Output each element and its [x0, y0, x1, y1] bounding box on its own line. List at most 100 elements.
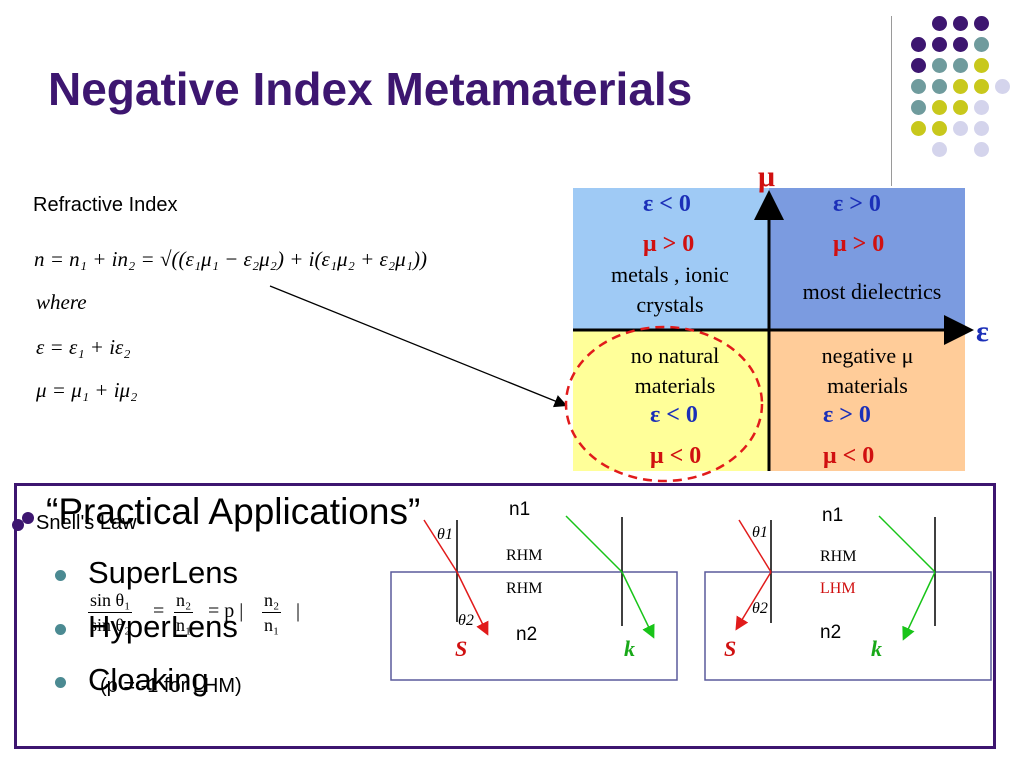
snell-fraction-sin: sin θ₁ sin θ₂ — [88, 588, 133, 637]
refractive-index-equation: n = n₁ + in₂ = √((ε₁μ₁ − ε₂μ₂) + i(ε₁μ₂ … — [34, 247, 427, 271]
snell-numerator: sin θ₁ — [88, 588, 133, 613]
q4-description-line1: negative μ — [821, 343, 914, 368]
q3-eps-condition: ε < 0 — [650, 402, 698, 428]
applications-bullet — [22, 512, 34, 524]
quadrant-eps-pos-mu-pos — [769, 188, 965, 330]
decor-dot — [974, 121, 989, 136]
snell-equals-1: = — [153, 600, 165, 622]
decor-dot — [974, 58, 989, 73]
app-item-cloaking: Cloaking — [88, 662, 209, 697]
decor-dot — [911, 121, 926, 136]
left-s-refracted — [456, 571, 489, 636]
refractive-index-label: Refractive Index — [33, 194, 178, 216]
q4-eps-condition: ε > 0 — [823, 402, 871, 428]
left-k-label: k — [624, 636, 635, 661]
highlight-ellipse — [564, 325, 764, 483]
snell-fraction-n: n₂ n₁ — [174, 588, 194, 637]
decor-dot — [911, 100, 926, 115]
superlens-bullet — [55, 570, 66, 581]
q1-description-line2: crystals — [636, 292, 704, 317]
left-bottom-medium: RHM — [506, 580, 543, 597]
decor-dot — [911, 37, 926, 52]
q1-description: metals , ionic crystals — [585, 260, 755, 320]
decor-dot — [932, 121, 947, 136]
snell-n-denominator: n₁ — [176, 615, 192, 635]
right-k-refracted — [902, 571, 936, 641]
decor-dot — [974, 16, 989, 31]
decor-dot — [953, 79, 968, 94]
decor-dot — [911, 79, 926, 94]
right-theta1: θ1 — [752, 524, 768, 541]
q4-mu-condition: μ < 0 — [823, 443, 875, 469]
decor-dot — [953, 121, 968, 136]
decor-dot — [932, 142, 947, 157]
q3-description-line1: no natural — [630, 343, 720, 368]
mu-equation: μ = μ₁ + iμ₂ — [36, 378, 138, 402]
q1-mu-condition: μ > 0 — [643, 231, 695, 257]
decor-dot — [932, 79, 947, 94]
left-k-incident — [565, 515, 623, 573]
where-label: where — [36, 290, 87, 314]
snell-denominator: sin θ₂ — [90, 615, 131, 635]
left-medium-box — [390, 571, 678, 681]
mu-axis-label: μ — [758, 160, 776, 193]
snell-p-note: (p = -1 for LHM) — [100, 675, 242, 697]
decor-dot — [953, 37, 968, 52]
left-k-refracted — [621, 571, 655, 639]
epsilon-equation: ε = ε₁ + iε₂ — [36, 335, 131, 359]
decor-dot — [974, 37, 989, 52]
right-theta2: θ2 — [752, 600, 768, 617]
q2-eps-condition: ε > 0 — [833, 191, 881, 217]
decor-dot — [995, 79, 1010, 94]
right-top-medium: RHM — [820, 548, 857, 565]
right-bottom-medium: LHM — [820, 580, 856, 597]
decor-dot — [953, 58, 968, 73]
left-top-medium: RHM — [506, 547, 543, 564]
quadrant-eps-neg-mu-pos — [573, 188, 769, 330]
snell-bullet — [12, 519, 24, 531]
cloaking-bullet — [55, 677, 66, 688]
right-s-label: S — [724, 636, 737, 661]
decor-dot — [953, 100, 968, 115]
decor-dot — [932, 58, 947, 73]
left-n1-label: n1 — [509, 499, 531, 520]
q1-description-line1: metals , ionic — [611, 262, 729, 287]
right-s-refracted — [735, 571, 772, 631]
left-theta1: θ1 — [437, 526, 453, 543]
q4-description-line2: materials — [827, 373, 908, 398]
snell-abs-denominator: n₁ — [264, 615, 280, 635]
decor-dot — [932, 16, 947, 31]
app-item-hyperlens: HyperLens — [88, 609, 238, 644]
snell-equals-p: = p | — [208, 600, 244, 622]
snell-abs-numerator: n₂ — [262, 588, 282, 613]
left-n2-label: n2 — [516, 624, 538, 645]
right-k-incident — [878, 515, 936, 573]
q3-description-line2: materials — [634, 373, 716, 398]
q2-description: most dielectrics — [802, 279, 942, 304]
pointer-arrow — [269, 285, 568, 408]
left-theta2: θ2 — [458, 612, 474, 629]
snell-abs-close: | — [296, 600, 301, 622]
right-k-label: k — [871, 636, 882, 661]
decor-dot — [974, 142, 989, 157]
q3-description: no natural materials — [595, 341, 755, 401]
eps-axis-label: ε — [976, 315, 989, 348]
slide-title: Negative Index Metamaterials — [48, 63, 693, 115]
right-n1-label: n1 — [822, 505, 844, 526]
decor-dot — [932, 37, 947, 52]
right-s-incident — [738, 519, 772, 573]
decorative-dot-grid — [0, 0, 1024, 200]
decor-dot — [974, 100, 989, 115]
right-n2-label: n2 — [820, 622, 842, 643]
snell-n-numerator: n₂ — [174, 588, 194, 613]
q2-mu-condition: μ > 0 — [833, 231, 885, 257]
app-item-superlens: SuperLens — [88, 555, 238, 590]
snells-law-label: Snell's Law — [36, 512, 137, 534]
snell-abs-fraction: n₂ n₁ — [262, 588, 282, 637]
hyperlens-bullet — [55, 624, 66, 635]
left-s-label: S — [455, 636, 468, 661]
right-medium-box — [704, 571, 992, 681]
quadrant-eps-neg-mu-neg — [573, 330, 769, 471]
